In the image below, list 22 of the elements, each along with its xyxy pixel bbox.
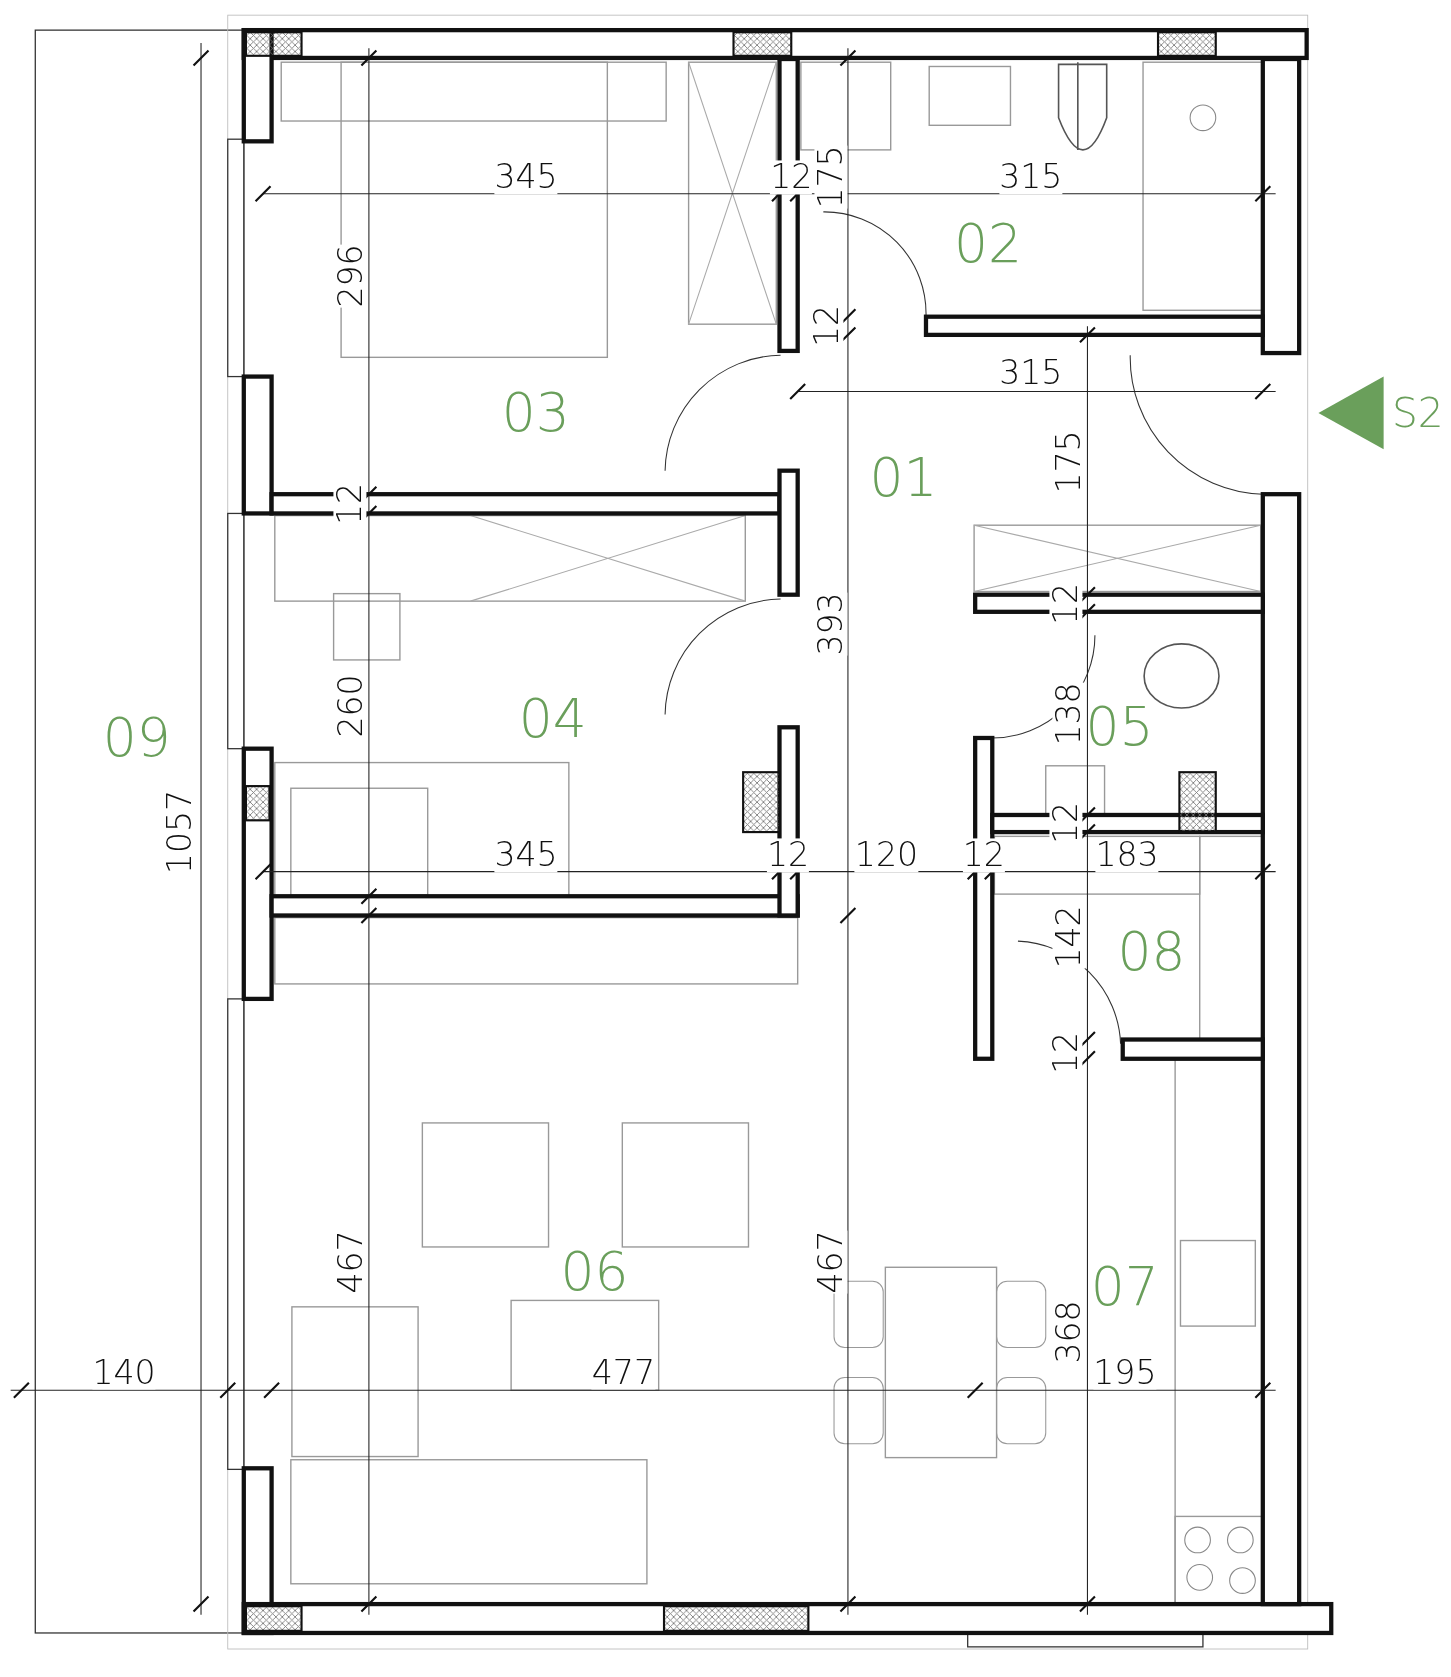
room-number: 03: [501, 386, 570, 440]
room-number: 01: [869, 451, 938, 505]
dimension-number: 195: [1093, 1356, 1157, 1390]
room-number: 05: [1085, 700, 1154, 754]
room-number: 08: [1117, 924, 1186, 979]
room-number: 07: [1090, 1260, 1159, 1315]
dimension-number: 183: [1095, 838, 1159, 872]
dimension-number: 477: [591, 1356, 655, 1390]
dimension-number: 142: [1052, 905, 1086, 969]
room-number: 02: [954, 217, 1022, 271]
dimension-number: 140: [92, 1356, 156, 1390]
dimension-number: 12: [770, 160, 813, 195]
dimension-number: 12: [766, 838, 810, 872]
dimension-number: 345: [494, 160, 558, 195]
section-label: S2: [1392, 392, 1444, 434]
room-number: 09: [102, 711, 171, 765]
dimension-number: 315: [999, 160, 1063, 195]
room-number: 04: [518, 691, 587, 746]
room-number: 06: [560, 1245, 629, 1300]
dimension-number: 345: [494, 838, 558, 872]
dimension-number: 12: [962, 838, 1005, 872]
dimension-number: 120: [854, 838, 919, 872]
